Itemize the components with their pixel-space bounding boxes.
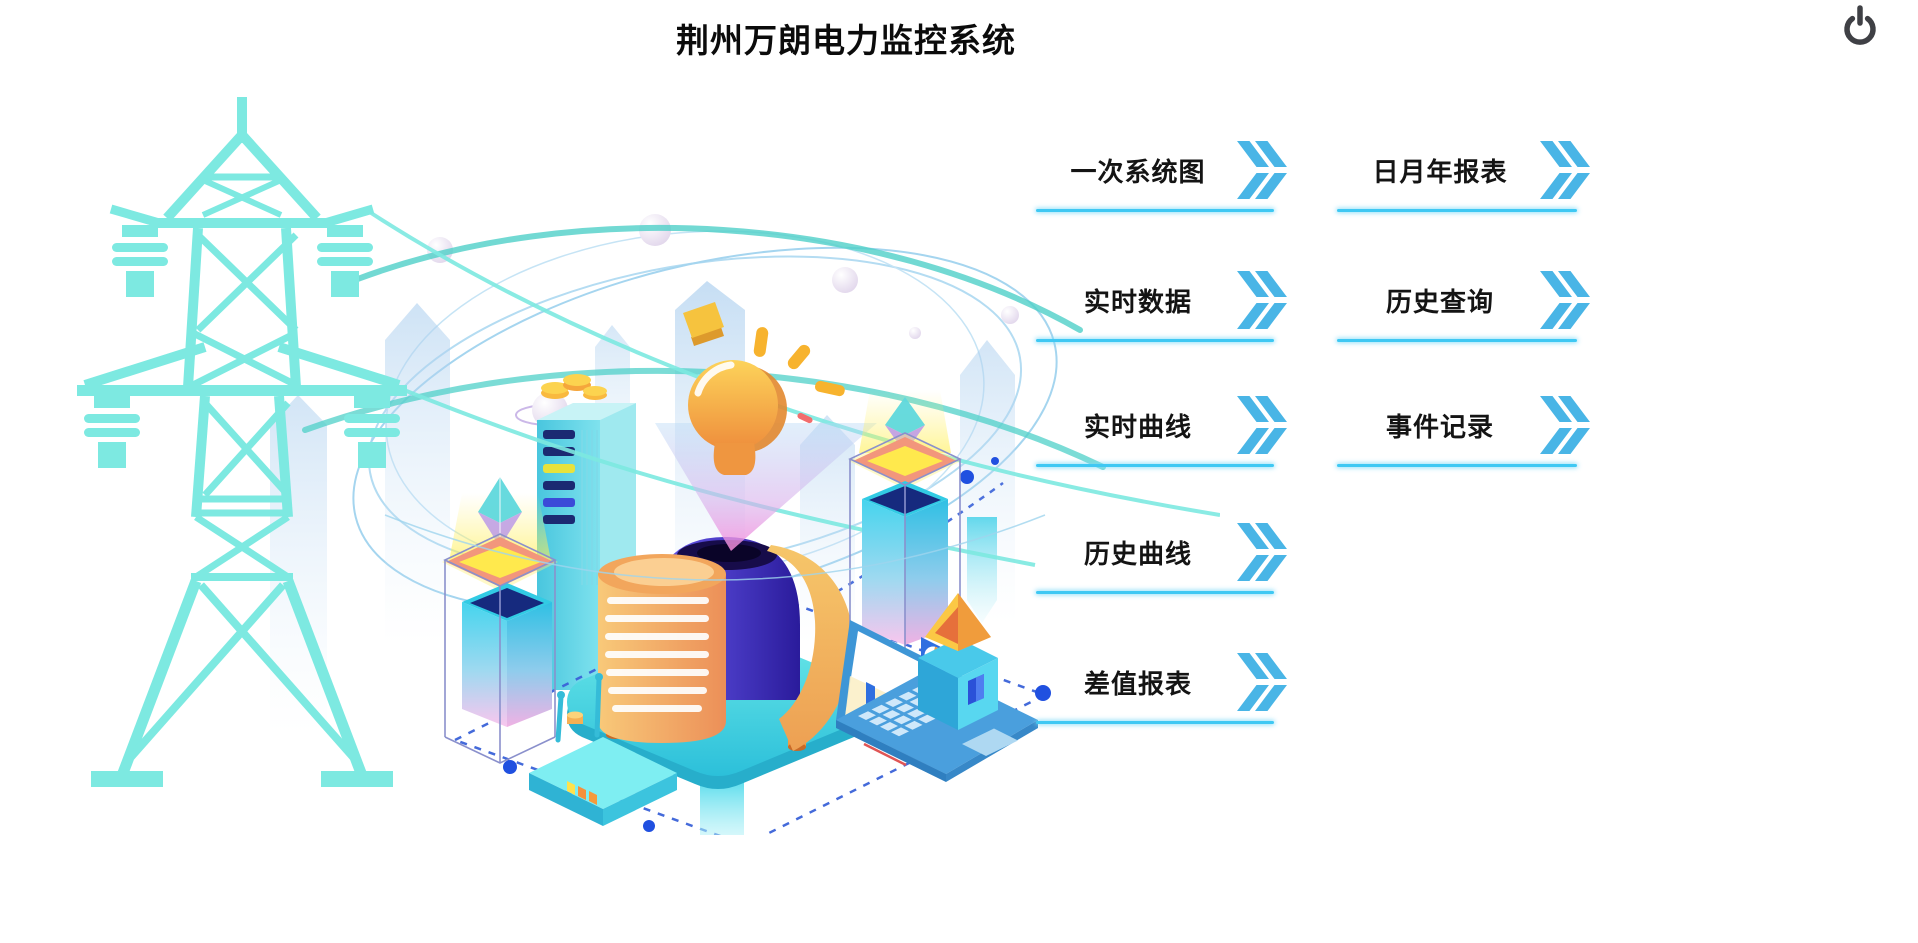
idea-bulb-icon [683,302,845,475]
menu-item-realtime-data[interactable]: 实时数据 [1036,264,1290,342]
double-chevron-icon [1537,139,1593,201]
menu-item-label: 历史查询 [1385,286,1494,317]
menu-underline [1337,464,1577,467]
platform-cylinder [567,711,806,751]
striped-cylinder [598,554,726,743]
trackpad [962,728,1018,756]
menu-underline [1036,721,1274,724]
page-title: 荆州万朗电力监控系统 [676,21,1016,60]
insulator [84,396,400,468]
crystal-diamond [478,477,522,547]
menu-item-label: 实时曲线 [1083,411,1192,442]
double-chevron-icon [1234,651,1290,713]
menu-underline [1036,591,1274,594]
menu-underline [1337,209,1577,212]
power-icon [1844,5,1876,45]
double-chevron-icon [1234,521,1290,583]
bulb-wing [683,302,724,346]
crystal-diamond [885,397,925,453]
menu-item-daily-monthly-yearly-report[interactable]: 日月年报表 [1337,134,1593,212]
dashed-network-path [451,457,1051,835]
orbit-rings [352,230,1058,614]
transmission-tower [77,97,407,787]
orbit-pearls [427,214,1019,428]
screen-chart [863,637,945,767]
server-building [537,374,636,690]
double-chevron-icon [1537,394,1593,456]
server-windows [543,430,575,524]
menu-item-history-query[interactable]: 历史查询 [1337,264,1593,342]
menu-underline [1036,464,1274,467]
hanging-pillar [967,517,997,623]
menu-item-label: 差值报表 [1083,668,1192,699]
menu-item-realtime-curve[interactable]: 实时曲线 [1036,389,1290,467]
glass-cage [848,432,962,694]
router [529,673,677,826]
menu-item-label: 一次系统图 [1070,156,1206,187]
power-button[interactable] [1840,5,1880,51]
bulb-rays [753,327,845,397]
menu-item-label: 历史曲线 [1083,538,1192,569]
menu-item-label: 日月年报表 [1372,156,1508,187]
keyboard-keys [858,678,966,737]
insulator [112,225,373,297]
energy-pillar-right [848,390,962,694]
menu-underline [1036,339,1274,342]
server-pinstripes [581,430,598,585]
energy-pillar-left [442,477,558,764]
menu-underline [1337,339,1577,342]
cube-pyramid [918,593,998,730]
cylinder-stripes [605,597,709,712]
front-ring-arc [384,514,1046,581]
hologram-platform [567,628,869,789]
menu-item-event-record[interactable]: 事件记录 [1337,389,1593,467]
double-chevron-icon [1537,269,1593,331]
double-chevron-icon [1234,139,1290,201]
energy-arcs [302,224,1106,470]
menu-item-history-curve[interactable]: 历史曲线 [1036,516,1290,594]
menu-item-label: 事件记录 [1385,411,1494,442]
double-chevron-icon [1234,394,1290,456]
menu-item-primary-system-diagram[interactable]: 一次系统图 [1036,134,1290,212]
background-buildings [270,281,1015,735]
hologram-dome [650,537,800,700]
network-node-dot [503,457,1051,832]
menu-item-difference-report[interactable]: 差值报表 [1036,646,1290,724]
glass-cage [443,533,557,764]
menu-item-label: 实时数据 [1083,286,1192,317]
rooftop-coins [541,374,607,400]
light-cone [655,423,877,551]
double-chevron-icon [1234,269,1290,331]
router-lights [567,781,597,805]
laptop [836,620,1038,782]
curl-ribbon [767,545,854,751]
platform-foot [700,779,744,835]
menu-underline [1036,209,1274,212]
